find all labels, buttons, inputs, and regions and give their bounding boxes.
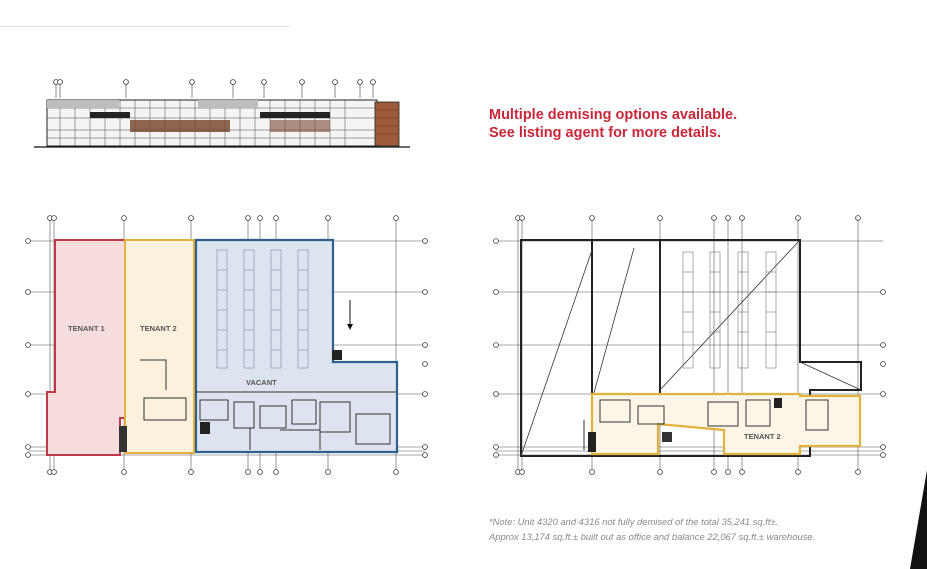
headline-line-1: Multiple demising options available. xyxy=(489,107,738,123)
footnote-line-1: *Note: Unit 4320 and 4316 not fully demi… xyxy=(489,516,779,527)
vacant-label: VACANT xyxy=(246,378,277,387)
tenant-1-label: TENANT 1 xyxy=(68,324,105,333)
tenant-2-label-right: TENANT 2 xyxy=(744,432,781,441)
floor-plan-left: TENANT 1 TENANT 2 VACANT xyxy=(25,215,428,475)
demising-headline: Multiple demising options available. See… xyxy=(489,106,889,142)
floor-plan-right: TENANT 2 xyxy=(493,215,886,475)
vacant-area xyxy=(194,238,399,454)
building-elevation xyxy=(34,79,410,148)
footnote-line-2: Approx 13,174 sq.ft.± built out as offic… xyxy=(489,531,816,542)
top-divider xyxy=(0,26,290,27)
tenant-2-label: TENANT 2 xyxy=(140,324,177,333)
corner-accent xyxy=(910,470,927,569)
tenant-1-area xyxy=(46,239,126,456)
tenant-2-area-right xyxy=(590,392,862,456)
tenant-2-area xyxy=(124,239,195,454)
headline-line-2: See listing agent for more details. xyxy=(489,125,722,141)
footnote: *Note: Unit 4320 and 4316 not fully demi… xyxy=(489,514,889,544)
